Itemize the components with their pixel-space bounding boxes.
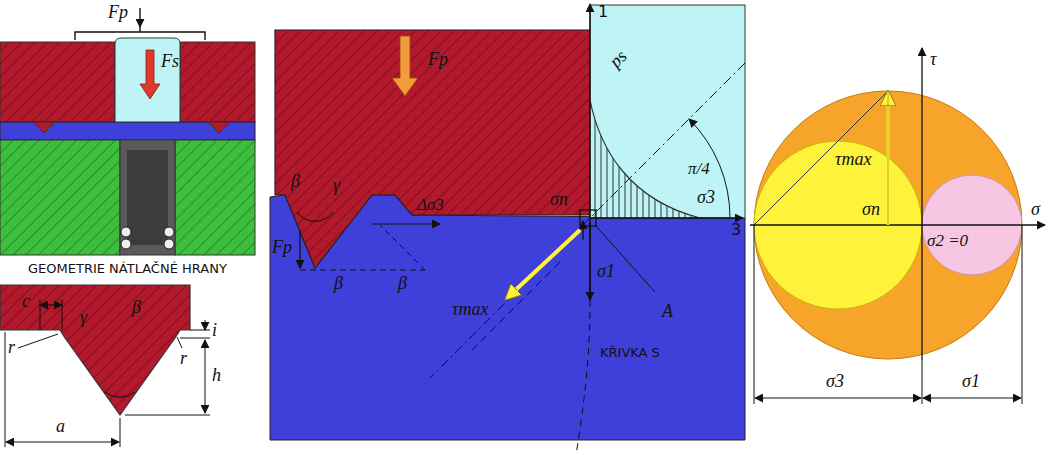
force-component xyxy=(372,224,440,225)
principal-axis xyxy=(590,217,743,218)
v-ring xyxy=(208,122,230,133)
stress-label: σn xyxy=(862,200,880,218)
construction-line xyxy=(300,270,425,271)
force-label: Fp xyxy=(428,50,448,68)
mohr-circles xyxy=(750,48,1045,404)
blank-holder xyxy=(0,42,115,122)
angle-label: γ xyxy=(80,308,87,326)
punch xyxy=(115,38,180,122)
punch-section xyxy=(590,5,745,218)
stress-element xyxy=(580,210,596,226)
dimension-line xyxy=(755,398,921,399)
panel-heading: GEOMETRIE NÁTLAČNÉ HRANY xyxy=(28,262,227,275)
pressure-distribution xyxy=(590,100,700,218)
fine-blanking-tool xyxy=(0,8,255,255)
tau-max-arrow xyxy=(887,93,890,225)
stress-arrow xyxy=(582,221,583,240)
angle-arc xyxy=(297,212,333,221)
dimension-label: h xyxy=(212,366,221,384)
angle-label: β xyxy=(334,274,343,292)
force-arrow xyxy=(139,8,140,27)
angle-label: γ xyxy=(333,176,340,194)
dimension-label: c xyxy=(22,292,30,310)
leader-line xyxy=(596,226,655,292)
extension-line xyxy=(5,332,120,447)
angle-label: β xyxy=(291,172,300,190)
stress-label: Δσ3 xyxy=(417,196,444,213)
tau-max-outline xyxy=(888,93,889,225)
stress-label: τmax xyxy=(452,300,488,318)
die xyxy=(0,140,120,255)
sheet-strip xyxy=(0,122,255,140)
dimension-label: i xyxy=(212,321,217,339)
ejector xyxy=(120,140,175,255)
leader-line xyxy=(18,334,58,348)
radius-label: r xyxy=(8,338,15,356)
dimension-line xyxy=(40,305,62,306)
angle-label: β xyxy=(398,274,407,292)
leader-line xyxy=(177,337,182,348)
edge-geometry xyxy=(0,285,210,447)
angle-arc xyxy=(689,119,730,218)
force-label: Fp xyxy=(272,238,292,256)
stress-state xyxy=(270,4,745,455)
stress-label: σ2 =0 xyxy=(927,232,968,249)
angle-arc xyxy=(105,392,135,397)
dimension-line xyxy=(923,398,1021,399)
stress-label: τmax xyxy=(835,150,871,168)
curve-s xyxy=(576,300,590,455)
stress-label: σn xyxy=(550,190,568,208)
axis-label: τ xyxy=(930,50,936,68)
tau-axis xyxy=(921,48,922,360)
spring-ball xyxy=(164,239,174,249)
dimension-line xyxy=(6,442,119,443)
point-label: A xyxy=(662,302,673,320)
stress-arrow xyxy=(589,222,591,300)
dimension-line xyxy=(205,340,206,413)
spring-ball xyxy=(164,227,174,237)
dimension-label: σ3 xyxy=(826,372,844,390)
spring-ball xyxy=(121,239,131,249)
dimension-label: σ1 xyxy=(962,372,980,390)
curve-label: KŘIVKA S xyxy=(600,346,660,359)
v-edge-profile xyxy=(0,285,190,415)
force-label: Fs xyxy=(161,52,179,70)
blank-holder xyxy=(180,42,255,122)
die xyxy=(175,140,255,255)
force-label: Fp xyxy=(108,3,128,21)
radius-label: r xyxy=(180,349,187,367)
angle-label: β xyxy=(132,298,141,316)
axis-label: 3 xyxy=(731,222,741,238)
v-ring xyxy=(33,122,55,133)
dimension-label: a xyxy=(56,417,65,435)
stress-label: σ1 xyxy=(597,262,615,280)
angle-label: π/4 xyxy=(688,160,710,177)
extension-line xyxy=(125,330,210,415)
shear-force-arrow xyxy=(140,50,160,99)
principal-axis xyxy=(589,4,590,300)
stress-label: σ3 xyxy=(697,188,715,206)
extension-line xyxy=(754,225,1022,404)
construction-line xyxy=(380,225,425,270)
dimension-line xyxy=(205,320,206,330)
blank-holder-section xyxy=(275,30,590,268)
sigma-axis xyxy=(750,224,1045,225)
ejector-core xyxy=(127,150,168,245)
axis-label: 1 xyxy=(598,4,608,20)
extension-line xyxy=(40,300,62,330)
holder-force-arrow xyxy=(392,36,418,96)
spring-ball xyxy=(121,227,131,237)
shear-plane xyxy=(430,63,745,378)
pressure-label: ps xyxy=(606,47,630,71)
force-component xyxy=(299,231,300,268)
construction-line xyxy=(754,91,888,225)
shear-stress-arrow xyxy=(507,230,580,298)
axis-label: σ xyxy=(1031,200,1040,218)
